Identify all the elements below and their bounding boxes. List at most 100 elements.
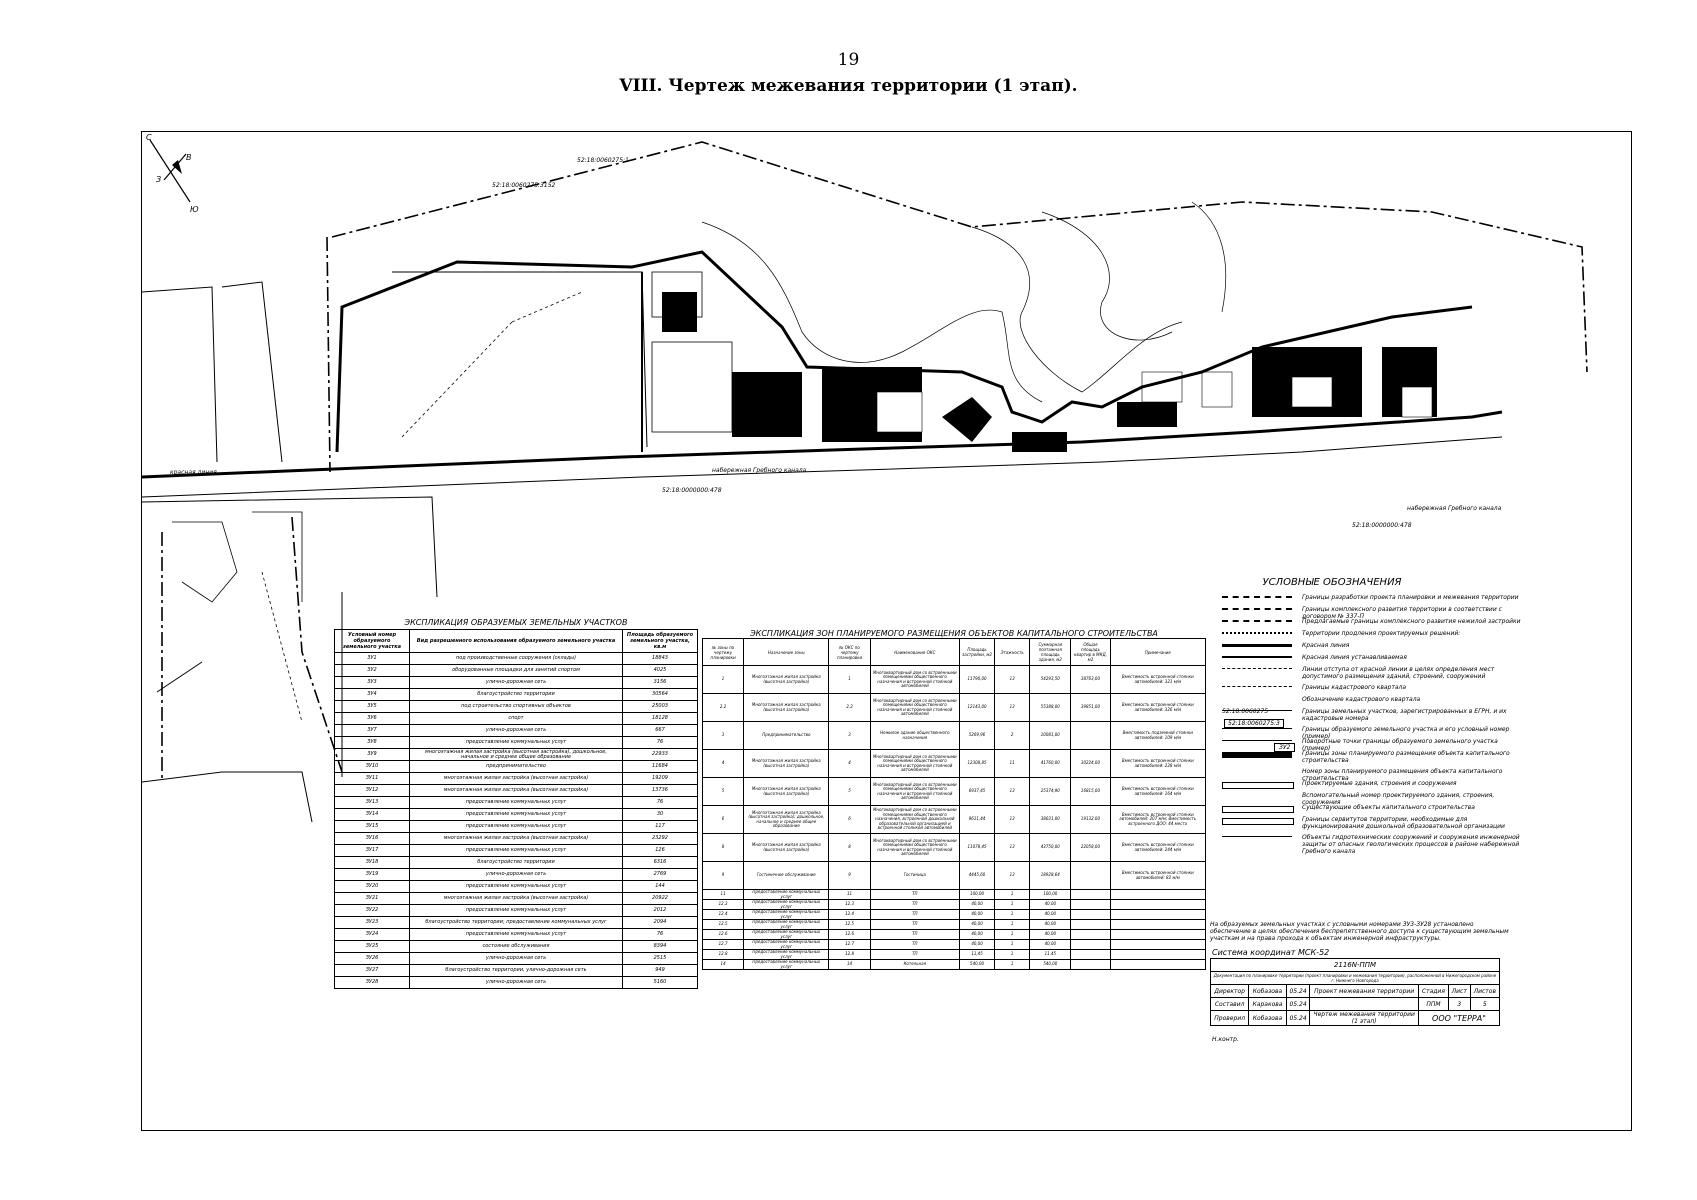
table-cell: ТП (869, 909, 960, 920)
compass-e: В (186, 153, 192, 162)
title-block-stamp: 2116N-ППМ Документация по планировке тер… (1209, 958, 1501, 1026)
table-cell: 144 (622, 880, 698, 893)
table-cell: ЗУ9 (334, 748, 410, 761)
legend-symbol (1222, 740, 1292, 741)
page-title: VIII. Чертеж межевания территории (1 эта… (619, 76, 1078, 96)
table-cell: 2 (994, 721, 1031, 750)
stamp-name-1: Кобазова (1248, 984, 1287, 998)
table-cell (1070, 959, 1111, 970)
table-cell: Многоэтажная жилая застройка (высотная з… (743, 805, 830, 834)
table-cell: 40,00 (958, 929, 996, 940)
table-cell: 13 (994, 777, 1031, 806)
legend-symbol (1222, 728, 1292, 729)
stamp-sheet-label: Лист (1447, 984, 1471, 998)
legend-symbol (1222, 836, 1292, 837)
table-cell: многоэтажная жилая застройка (высотная з… (409, 748, 623, 761)
table-cell: Вместимость встроенной стоянки автомобил… (1109, 693, 1207, 722)
table-cell: 40,00 (958, 909, 996, 920)
table-cell (1070, 949, 1111, 960)
table-cell: 76 (622, 796, 698, 809)
table-cell: 5 (701, 777, 745, 806)
table-cell: 11,45 (1029, 949, 1072, 960)
table-cell: предоставление коммунальных услуг (409, 928, 623, 941)
stamp-date-2: 05.24 (1285, 997, 1311, 1011)
land-plots-table: Условный номер образуемого земельного уч… (334, 629, 698, 989)
table-cell: 16815,00 (1070, 777, 1111, 806)
table-cell: ТП (869, 929, 960, 940)
table-cell: 6937,45 (958, 777, 996, 806)
table-cell: 540,00 (1029, 959, 1072, 970)
legend-item: Границы образуемого земельного участка и… (1302, 726, 1510, 740)
legend-item: Проектируемые здания, строения и сооруже… (1302, 780, 1457, 787)
table-cell: многоэтажная жилая застройка (высотная з… (409, 832, 623, 845)
table-cell: благоустройство территории; предоставлен… (409, 916, 623, 929)
table-cell: ЗУ17 (334, 844, 410, 857)
table-cell: 76 (622, 736, 698, 749)
legend-item: Границы кадастрового квартала (1302, 684, 1407, 691)
table-cell: 13 (994, 861, 1031, 890)
legend-symbol (1222, 818, 1294, 825)
table-cell: Многоквартирный дом со встроенными помещ… (869, 749, 960, 778)
legend-symbol (1222, 644, 1292, 647)
table-cell: Вместимость встроенной стоянки автомобил… (1109, 749, 1207, 778)
table-cell: 41760,00 (1029, 749, 1072, 778)
table-cell (1070, 929, 1111, 940)
legend-item: Границы сервитутов территории, необходим… (1302, 816, 1505, 830)
table-cell: 4445,60 (958, 861, 996, 890)
table-cell: 22933 (622, 748, 698, 761)
table-cell: улично-дорожная сеть (409, 724, 623, 737)
table-cell: 13 (994, 693, 1031, 722)
table-cell: 6 (828, 805, 871, 834)
table-cell: Предоставление коммунальных услуг (743, 909, 830, 920)
table-cell: № зоны по чертежу планировки (701, 638, 745, 666)
legend-plot-sample: 52:18:0060275:3 (1224, 719, 1284, 728)
table-cell: ЗУ8 (334, 736, 410, 749)
legend-item: Поворотные точки границы образуемого зем… (1302, 738, 1498, 752)
table-cell: 40,00 (958, 939, 996, 950)
table-cell: 2515 (622, 952, 698, 965)
table-cell: 40,00 (1029, 899, 1072, 910)
table-cell (1109, 909, 1207, 920)
table-cell (1109, 919, 1207, 930)
table-cell: Назначение зоны (743, 638, 830, 666)
table-cell (1070, 889, 1111, 900)
table-cell: предоставление коммунальных услуг (409, 904, 623, 917)
table-cell: 667 (622, 724, 698, 737)
table-cell: 12.6 (701, 929, 745, 940)
table-cell: ЗУ12 (334, 784, 410, 797)
table-cell (1109, 939, 1207, 950)
table-cell: предоставление коммунальных услуг (409, 808, 623, 821)
table-cell: ЗУ27 (334, 964, 410, 977)
table-cell: 1 (994, 959, 1031, 970)
cadastral-label-top: 52:18:0060275:1 (577, 157, 629, 164)
table-cell: предоставление коммунальных услуг (409, 736, 623, 749)
table-cell: ЗУ6 (334, 712, 410, 725)
table-cell: 1 (701, 665, 745, 694)
stamp-role-1: Директор (1209, 984, 1250, 998)
table-cell (1109, 959, 1207, 970)
table-cell: 117 (622, 820, 698, 833)
table-cell: 9 (828, 861, 871, 890)
table-cell: предоставление коммунальных услуг (409, 844, 623, 857)
table-cell: 11078,45 (958, 833, 996, 862)
legend-symbol (1222, 596, 1292, 598)
table-cell: Многоквартирный дом со встроенными помещ… (869, 777, 960, 806)
stamp-date-3: 05.24 (1285, 1010, 1311, 1026)
table-cell: предоставление коммунальных услуг (409, 880, 623, 893)
page-number: 19 (837, 50, 860, 70)
table-cell: 4 (828, 749, 871, 778)
